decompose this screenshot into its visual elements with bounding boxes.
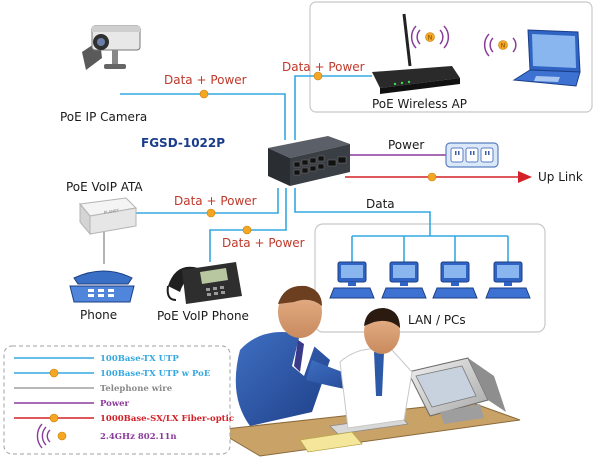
- lan-data-cable: [294, 188, 431, 236]
- legend-label-utp-poe: 100Base-TX UTP w PoE: [100, 369, 211, 379]
- legend: 100Base-TX UTP 100Base-TX UTP w PoE Tele…: [3, 345, 234, 455]
- laptop-icon: [512, 29, 581, 87]
- laptop-wifi-icon: [483, 33, 517, 57]
- legend-label-utp: 100Base-TX UTP: [100, 354, 179, 364]
- uplink-arrow: [518, 171, 532, 183]
- switch-icon: [268, 136, 350, 186]
- switch-model-label: FGSD-1022P: [141, 136, 225, 150]
- legend-label-power: Power: [100, 399, 130, 409]
- power-label: Power: [388, 138, 424, 152]
- pc-icon-1: [329, 261, 375, 299]
- cables: [103, 75, 520, 264]
- wifi-signal-icon: [410, 25, 450, 49]
- voip-ata-label: PoE VoIP ATA: [66, 180, 143, 194]
- phone-icon: [69, 270, 135, 303]
- voip-phone-data-power-label: Data + Power: [222, 236, 305, 250]
- camera-data-power-label: Data + Power: [164, 73, 247, 87]
- svg-text:N: N: [501, 43, 506, 50]
- uplink-label: Up Link: [538, 170, 583, 184]
- lan-data-label: Data: [366, 197, 395, 211]
- ata-data-power-label: Data + Power: [174, 194, 257, 208]
- ap-cable: [294, 75, 372, 140]
- ata-cable: [132, 188, 279, 214]
- voip-phone-label: PoE VoIP Phone: [157, 309, 249, 323]
- business-people-illustration: [214, 285, 521, 457]
- lan-pcs-label: LAN / PCs: [408, 313, 466, 327]
- camera-cable: [120, 93, 286, 140]
- ip-camera-icon: [82, 25, 141, 70]
- pc-icon-3: [432, 261, 478, 299]
- lan-pcs-icons: [329, 261, 531, 299]
- poe-indicators: [199, 71, 437, 235]
- power-supply-icon: [445, 142, 499, 168]
- ip-camera-label: PoE IP Camera: [60, 110, 147, 124]
- legend-label-telephone: Telephone wire: [100, 384, 173, 394]
- voip-ata-icon: PLANET: [79, 197, 138, 236]
- voip-phone-icon: [166, 262, 242, 304]
- legend-label-wireless: 2.4GHz 802.11n: [100, 432, 177, 442]
- svg-text:N: N: [428, 35, 433, 42]
- pc-icon-2: [381, 261, 427, 299]
- legend-label-fiber: 1000Base-SX/LX Fiber-optic: [100, 414, 234, 424]
- labels: PoE IP Camera Data + Power Data + Power …: [60, 60, 583, 327]
- svg-text:PLANET: PLANET: [103, 208, 120, 215]
- wireless-ap-icon: [372, 13, 460, 94]
- wireless-ap-label: PoE Wireless AP: [372, 97, 467, 111]
- ap-data-power-label: Data + Power: [282, 60, 365, 74]
- pc-icon-4: [485, 261, 531, 299]
- phone-label: Phone: [80, 308, 117, 322]
